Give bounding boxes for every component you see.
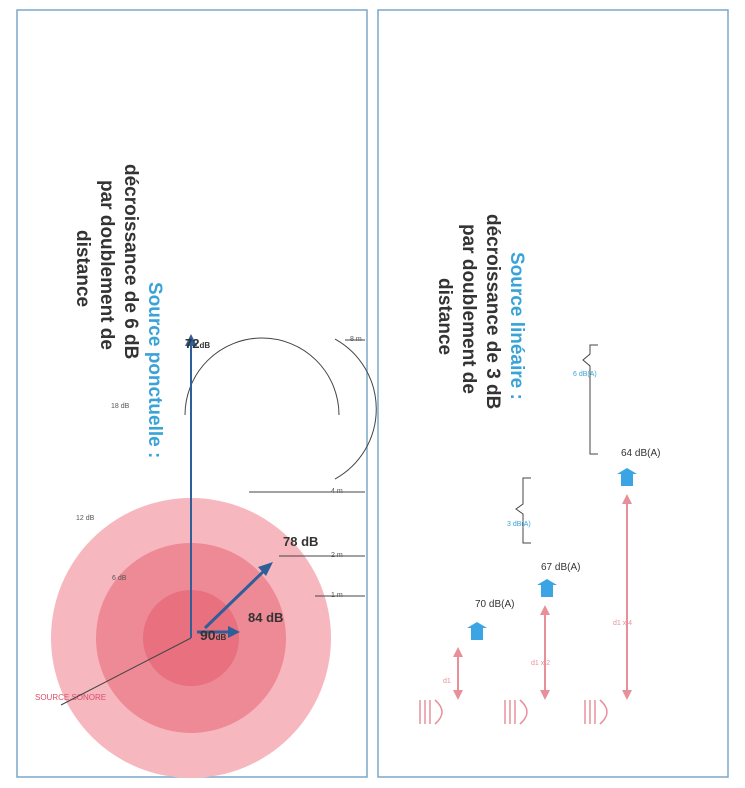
bottom-title-line3: par doublement de [458,224,479,394]
dist-label-2: d1 x 2 [531,660,550,667]
dist-8m: 8 m [350,336,362,343]
line-source-diagram: d1 d1 x 2 d1 x 4 70 dB(A) 67 dB(A) 64 dB… [419,214,660,725]
dist-4m: 4 m [331,488,343,495]
receiver-pointer-1 [467,622,487,640]
top-title-line3: par doublement de [96,180,117,350]
source-pointer-line [60,637,192,706]
drop-12: 12 dB [76,515,95,522]
drop-18: 18 dB [111,403,130,410]
drop-6: 6 dB [112,575,127,582]
bracket-large-label: 6 dB(A) [573,371,597,378]
road-symbol-3 [584,699,608,725]
bottom-title-line2: décroissance de 3 dB [482,214,503,409]
top-title-line4: distance [72,230,93,307]
arrow-to-far-head [185,334,197,346]
dist-arrow-3-head-b [622,494,632,504]
dist-arrow-1-head-a [453,690,463,700]
bottom-panel-frame [377,9,729,778]
dist-arrow-2-head-a [540,690,550,700]
arrow-to-2m [203,566,269,630]
dist-arrow-2-head-b [540,605,550,615]
level-64: 64 dB(A) [621,448,660,459]
dist-arrow-3-head-a [622,690,632,700]
level-2m: 78 dB [283,534,318,549]
receiver-pointer-2 [537,579,557,597]
arrow-to-1m-head [228,626,240,638]
zone-far-arc-shape [334,338,377,480]
bottom-title-line4: distance [434,278,455,355]
dist-2m: 2 m [331,552,343,559]
level-far: 72dB [185,336,210,351]
level-67: 67 dB(A) [541,562,580,573]
road-symbol-2 [504,699,528,725]
road-symbol-1 [419,699,443,725]
bracket-small-label: 3 dB(A) [507,521,531,528]
dist-1m: 1 m [331,592,343,599]
level-1m: 84 dB [248,610,283,625]
point-source-diagram: SOURCE SONORE 90dB 84 dB 78 dB 72dB 6 dB… [35,164,377,778]
zone-far-arc [184,337,340,416]
level-70: 70 dB(A) [475,599,514,610]
receiver-pointer-3 [617,468,637,486]
bracket-small [515,477,531,544]
bracket-large [582,344,598,455]
top-title-line2: décroissance de 6 dB [120,164,141,359]
dist-label-3: d1 x 4 [613,620,632,627]
level-center: 90dB [200,627,226,643]
top-title-line1: Source ponctuelle : [144,282,165,458]
bottom-title-line1: Source linéaire : [506,252,527,400]
dist-label-1: d1 [443,678,451,685]
dist-arrow-1-head-b [453,647,463,657]
arrow-to-2m-head [258,562,273,576]
source-label: SOURCE SONORE [35,693,106,702]
